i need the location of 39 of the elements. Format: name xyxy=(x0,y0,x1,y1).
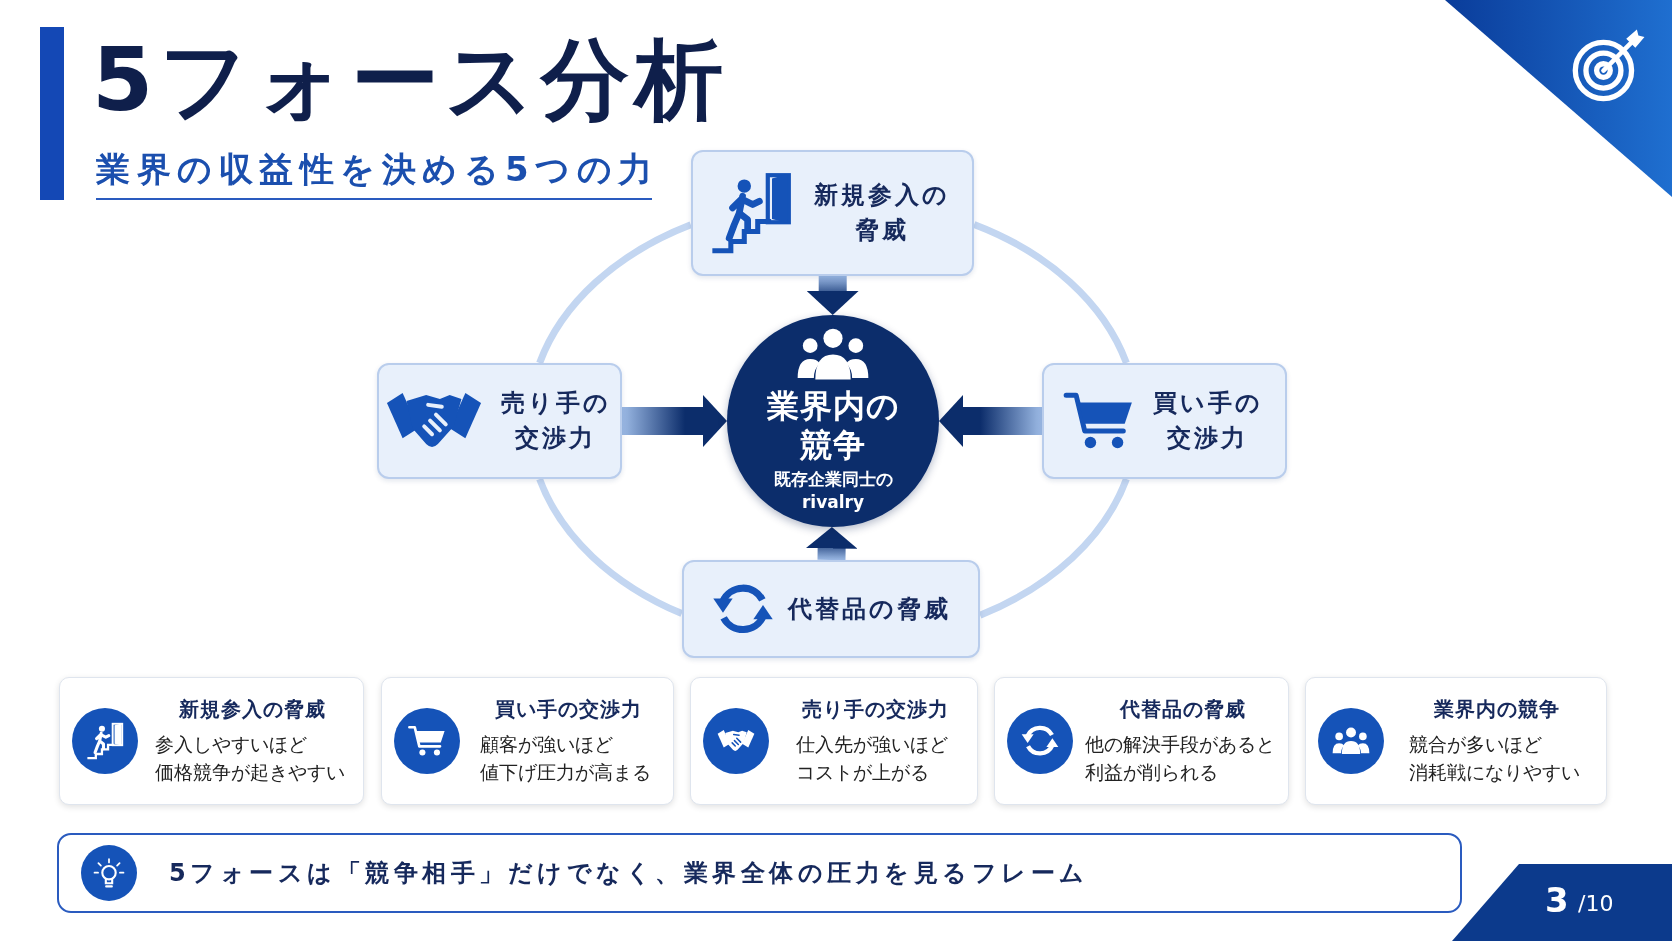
ring-arc xyxy=(972,221,1130,365)
ring-arc xyxy=(978,477,1130,619)
info-card xyxy=(994,677,1289,805)
tip-text: 5フォースは「競争相手」だけでなく、業界全体の圧力を見るフレーム xyxy=(169,858,1089,889)
card-heading: 代替品の脅威 xyxy=(1119,695,1246,722)
card-text: 仕入先が強いほどコストが上がる xyxy=(796,731,950,785)
force-box xyxy=(1042,363,1287,479)
box-label: 買い手の交渉力 xyxy=(1151,388,1264,454)
ring-arc xyxy=(536,221,693,365)
center-heading: 業界内の競争 xyxy=(765,387,901,464)
ring-arc xyxy=(536,477,684,617)
box-label: 新規参入の脅威 xyxy=(812,180,951,246)
tip-banner xyxy=(57,833,1462,913)
info-card xyxy=(690,677,978,805)
info-card xyxy=(381,677,674,805)
arrow xyxy=(939,395,1042,447)
force-box xyxy=(377,363,622,479)
card-text: 競合が多いほど消耗戦になりやすい xyxy=(1408,731,1581,785)
page-number: 3 xyxy=(1545,880,1569,920)
force-box xyxy=(682,560,980,658)
card-heading: 売り手の交渉力 xyxy=(801,695,949,722)
force-box xyxy=(691,150,974,276)
slide-title: 5フォース分析 xyxy=(92,30,730,130)
box-label: 売り手の交渉力 xyxy=(499,388,612,454)
info-card xyxy=(59,677,364,805)
subtitle: 業界の収益性を決める5つの力 xyxy=(96,149,659,189)
arrow xyxy=(622,395,727,447)
info-card xyxy=(1305,677,1607,805)
page-total: /10 xyxy=(1578,891,1614,917)
card-text: 参入しやすいほど価格競争が起きやすい xyxy=(154,731,346,785)
card-heading: 買い手の交渉力 xyxy=(495,695,642,722)
card-heading: 新規参入の脅威 xyxy=(179,695,326,722)
card-text: 顧客が強いほど値下げ圧力が高まる xyxy=(480,731,653,785)
card-text: 他の解決手段があると利益が削られる xyxy=(1084,731,1276,785)
card-heading: 業界内の競争 xyxy=(1434,695,1560,722)
box-label: 代替品の脅威 xyxy=(787,593,951,625)
arrow xyxy=(806,276,859,315)
center-subtext: 既存企業同士のrivalry xyxy=(772,467,894,514)
arrow xyxy=(805,526,858,561)
